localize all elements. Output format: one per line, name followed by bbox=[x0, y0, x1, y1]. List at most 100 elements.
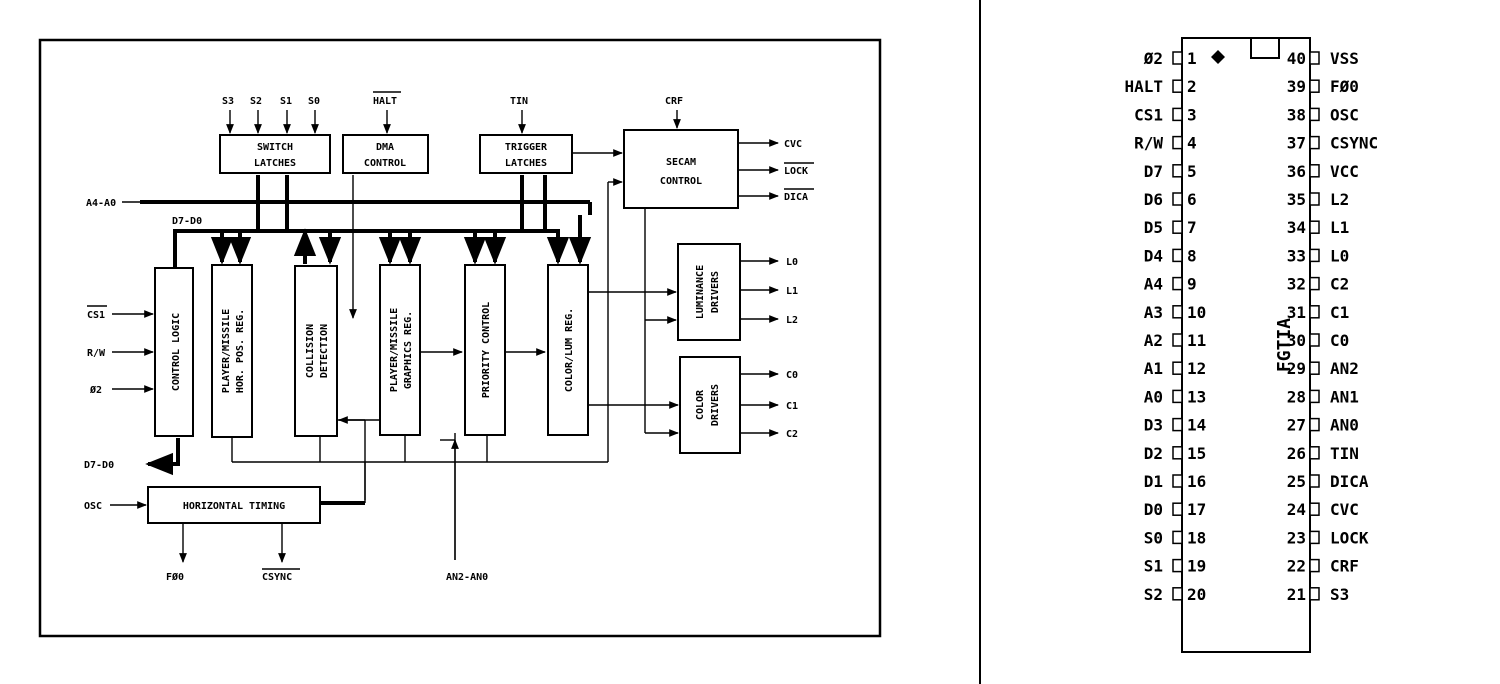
label-data-bus-left: D7-D0 bbox=[84, 460, 114, 471]
pin-stub bbox=[1172, 530, 1183, 545]
color-drivers-block: COLOR DRIVERS bbox=[679, 356, 741, 454]
pin-stub bbox=[1172, 79, 1183, 93]
svg-text:PRIORITY CONTROL: PRIORITY CONTROL bbox=[481, 302, 492, 398]
pin-name: C2 bbox=[1330, 275, 1349, 294]
pin-number: 9 bbox=[1187, 275, 1197, 294]
pin-name: Ø2 bbox=[1143, 49, 1163, 68]
pin-stub bbox=[1172, 502, 1183, 516]
diagram-frame bbox=[38, 38, 882, 638]
pin-stub bbox=[1172, 587, 1183, 601]
pin-stub bbox=[1172, 558, 1183, 573]
pin-name: S3 bbox=[1330, 585, 1349, 604]
pin-stub bbox=[1309, 417, 1320, 432]
svg-text:LUMINANCE: LUMINANCE bbox=[695, 265, 706, 319]
pin-name: D3 bbox=[1144, 416, 1163, 435]
pin-number: 5 bbox=[1187, 162, 1197, 181]
pin-number: 2 bbox=[1187, 77, 1197, 96]
svg-text:COLOR: COLOR bbox=[695, 389, 706, 420]
svg-text:DRIVERS: DRIVERS bbox=[710, 271, 721, 313]
svg-text:HORIZONTAL TIMING: HORIZONTAL TIMING bbox=[183, 501, 285, 512]
color-lum-reg-block: COLOR/LUM REG. bbox=[547, 264, 589, 436]
svg-text:COLOR/LUM REG.: COLOR/LUM REG. bbox=[564, 308, 575, 392]
pin-number: 27 bbox=[1287, 416, 1306, 435]
pin-stub bbox=[1172, 135, 1183, 150]
pin-name: D4 bbox=[1144, 246, 1163, 265]
pin-stub bbox=[1309, 558, 1320, 573]
label-data-bus-top: D7-D0 bbox=[172, 216, 202, 227]
pin-stub bbox=[1309, 446, 1320, 460]
svg-text:CONTROL: CONTROL bbox=[660, 176, 702, 187]
pin-stub bbox=[1172, 276, 1183, 291]
pin-name: A1 bbox=[1144, 359, 1163, 378]
label-cs1: CS1 bbox=[87, 310, 105, 321]
dma-control-block: DMA CONTROL bbox=[342, 134, 429, 174]
pin-number: 8 bbox=[1187, 246, 1197, 265]
label-s0: S0 bbox=[308, 96, 320, 107]
pin-name: D6 bbox=[1144, 190, 1163, 209]
label-c1: C1 bbox=[786, 401, 798, 412]
pin-number: 22 bbox=[1287, 557, 1306, 576]
pin1-marker bbox=[1211, 50, 1225, 64]
pin-number: 21 bbox=[1287, 585, 1306, 604]
chip-notch bbox=[1250, 37, 1280, 59]
pin-name: OSC bbox=[1330, 105, 1359, 124]
pin-name: A2 bbox=[1144, 331, 1163, 350]
pin-name: A3 bbox=[1144, 303, 1163, 322]
pin-name: A4 bbox=[1144, 275, 1163, 294]
secam-control-block: SECAM CONTROL bbox=[623, 129, 739, 209]
pin-name: CRF bbox=[1330, 557, 1359, 576]
pin-number: 11 bbox=[1187, 331, 1206, 350]
pin-number: 34 bbox=[1287, 218, 1306, 237]
pin-name: VCC bbox=[1330, 162, 1359, 181]
svg-text:LATCHES: LATCHES bbox=[505, 158, 547, 169]
svg-text:DMA: DMA bbox=[376, 142, 394, 153]
label-lock: LOCK bbox=[784, 166, 808, 177]
pin-number: 1 bbox=[1187, 49, 1197, 68]
pin-stub bbox=[1309, 79, 1320, 93]
pin-stub bbox=[1309, 107, 1320, 122]
pin-stub bbox=[1172, 51, 1183, 65]
pin-number: 4 bbox=[1187, 134, 1197, 153]
pin-number: 40 bbox=[1287, 49, 1306, 68]
block-diagram: S3 S2 S1 S0 HALT TIN CRF SWITCH LATCHES … bbox=[38, 38, 882, 638]
chip-name: FGTIA bbox=[1274, 318, 1295, 372]
pin-stub bbox=[1309, 305, 1320, 319]
pin-stub bbox=[1172, 389, 1183, 404]
pin-name: D0 bbox=[1144, 500, 1163, 519]
pin-name: AN2 bbox=[1330, 359, 1359, 378]
pin-stub bbox=[1172, 305, 1183, 319]
svg-text:TRIGGER: TRIGGER bbox=[505, 142, 548, 153]
pin-number: 25 bbox=[1287, 472, 1306, 491]
pin-name: AN0 bbox=[1330, 416, 1359, 435]
pin-name: CS1 bbox=[1134, 105, 1163, 124]
pin-number: 14 bbox=[1187, 416, 1206, 435]
label-dica: DICA bbox=[784, 192, 808, 203]
control-logic-block: CONTROL LOGIC bbox=[154, 267, 194, 437]
label-s2: S2 bbox=[250, 96, 262, 107]
pin-number: 29 bbox=[1287, 359, 1306, 378]
collision-detection-block: COLLISION DETECTION bbox=[294, 265, 338, 437]
trigger-latches-block: TRIGGER LATCHES bbox=[479, 134, 573, 174]
pin-name: HALT bbox=[1124, 77, 1163, 96]
pin-stub bbox=[1309, 333, 1320, 347]
pin-number: 31 bbox=[1287, 303, 1306, 322]
pin-stub bbox=[1172, 107, 1183, 122]
pin-name: DICA bbox=[1330, 472, 1369, 491]
pin-number: 7 bbox=[1187, 218, 1197, 237]
pin-stub bbox=[1172, 474, 1183, 488]
pin-name: FØ0 bbox=[1330, 77, 1359, 96]
pin-name: CVC bbox=[1330, 500, 1359, 519]
label-f0: FØ0 bbox=[166, 571, 184, 583]
pin-name: L1 bbox=[1330, 218, 1349, 237]
label-c2: C2 bbox=[786, 429, 798, 440]
pin-name: L2 bbox=[1330, 190, 1349, 209]
pin-stub bbox=[1172, 192, 1183, 206]
pin-number: 10 bbox=[1187, 303, 1206, 322]
label-c0: C0 bbox=[786, 370, 798, 381]
pin-stub bbox=[1172, 417, 1183, 432]
svg-text:DETECTION: DETECTION bbox=[319, 324, 330, 378]
chip-body bbox=[1181, 37, 1311, 653]
pin-number: 6 bbox=[1187, 190, 1197, 209]
label-l2: L2 bbox=[786, 315, 798, 326]
